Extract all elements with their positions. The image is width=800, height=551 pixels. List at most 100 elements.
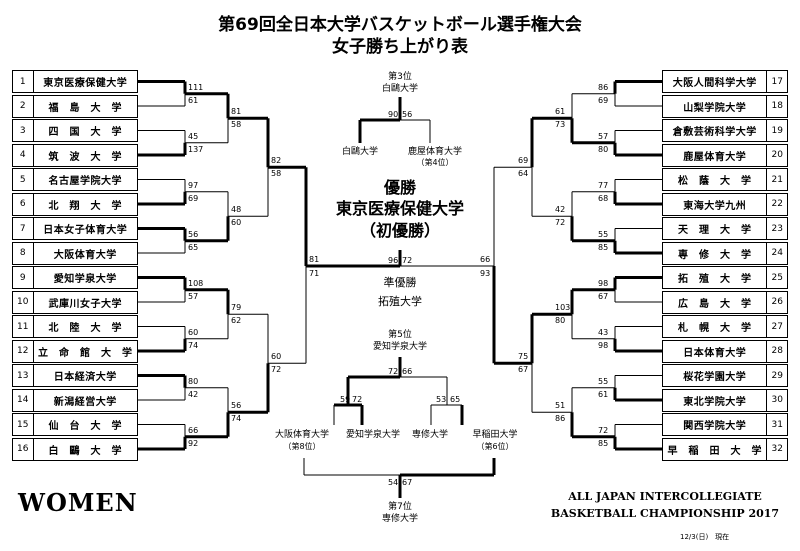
seed-number: 32 bbox=[766, 438, 787, 460]
team-row-right: 関西学院大学 31 bbox=[662, 413, 788, 436]
third-place-right-team: 鹿屋体育大学 bbox=[407, 147, 462, 157]
women-heading: WOMEN bbox=[18, 488, 138, 517]
team-name: 仙 台 大 学 bbox=[48, 421, 123, 432]
seed-number: 11 bbox=[13, 316, 34, 337]
score: 42 bbox=[188, 389, 199, 399]
score: 55 bbox=[598, 376, 609, 386]
team-name: 新潟経営大学 bbox=[53, 396, 117, 408]
seed-number: 15 bbox=[13, 414, 34, 435]
seed-number: 3 bbox=[13, 120, 34, 141]
seed-number: 27 bbox=[766, 316, 787, 337]
team-name: 拓 殖 大 学 bbox=[677, 274, 752, 285]
team-name: 松 蔭 大 学 bbox=[677, 176, 752, 187]
score: 93 bbox=[480, 269, 491, 278]
team-name: 札 幌 大 学 bbox=[677, 323, 752, 334]
seed-number: 17 bbox=[766, 71, 787, 92]
team-name: 山梨学院大学 bbox=[683, 102, 747, 114]
score: 80 bbox=[598, 144, 609, 154]
team-name: 専 修 大 学 bbox=[677, 249, 752, 261]
team-name: 大阪人間科学大学 bbox=[672, 78, 757, 89]
score: 92 bbox=[188, 438, 199, 448]
team-row-left: 9 愛知学泉大学 bbox=[12, 266, 138, 289]
seed-number: 31 bbox=[766, 414, 787, 435]
score: 86 bbox=[555, 414, 566, 424]
seed-number: 12 bbox=[13, 340, 34, 362]
seed-number: 14 bbox=[13, 389, 34, 411]
team-row-right: 大阪人間科学大学 17 bbox=[662, 70, 788, 93]
score: 66 bbox=[402, 367, 413, 376]
championship-name-line1: ALL JAPAN INTERCOLLEGIATE bbox=[568, 490, 762, 503]
score: 72 bbox=[271, 365, 282, 375]
seed-number: 9 bbox=[13, 267, 34, 288]
score: 57 bbox=[188, 291, 199, 301]
seed-number: 2 bbox=[13, 95, 34, 117]
score: 77 bbox=[598, 180, 609, 190]
score: 74 bbox=[188, 340, 199, 350]
score: 74 bbox=[231, 414, 242, 424]
score: 43 bbox=[598, 327, 609, 337]
score: 96 bbox=[388, 256, 399, 265]
champion-team: 東京医療保健大学 bbox=[335, 199, 464, 218]
team-row-left: 15 仙 台 大 学 bbox=[12, 413, 138, 436]
score: 98 bbox=[598, 340, 609, 350]
score: 98 bbox=[598, 278, 609, 288]
fifth-place-team: 愛知学泉大学 bbox=[372, 342, 427, 352]
seed-number: 26 bbox=[766, 291, 787, 313]
fifth-bracket-note-1: （第8位） bbox=[283, 442, 321, 451]
third-place-right-note: （第4位） bbox=[416, 158, 454, 167]
team-row-left: 14 新潟経営大学 bbox=[12, 388, 138, 412]
team-name: 白 鷗 大 学 bbox=[48, 445, 123, 457]
score: 72 bbox=[402, 256, 413, 265]
score: 72 bbox=[598, 425, 609, 435]
score: 72 bbox=[352, 395, 363, 404]
score: 68 bbox=[598, 193, 609, 203]
team-name: 関西学院大学 bbox=[683, 421, 747, 432]
runner-up-team: 拓殖大学 bbox=[378, 295, 422, 308]
seed-number: 4 bbox=[13, 144, 34, 166]
team-name: 早 稲 田 大 学 bbox=[667, 445, 762, 457]
team-name: 愛知学泉大学 bbox=[53, 274, 117, 285]
third-place-left-team: 白鷗大学 bbox=[341, 147, 378, 157]
fifth-bracket-team-1: 大阪体育大学 bbox=[274, 430, 329, 440]
third-place-team: 白鷗大学 bbox=[381, 84, 418, 94]
score: 69 bbox=[518, 156, 529, 166]
fifth-place-label: 第5位 bbox=[388, 330, 412, 340]
seed-number: 24 bbox=[766, 242, 787, 264]
fifth-bracket-note-4: （第6位） bbox=[476, 442, 514, 451]
team-name: 桜花学園大学 bbox=[683, 372, 747, 383]
score: 62 bbox=[231, 316, 242, 326]
team-name: 東京医療保健大学 bbox=[43, 78, 128, 89]
score: 61 bbox=[598, 389, 609, 399]
score: 71 bbox=[309, 269, 320, 278]
seed-number: 6 bbox=[13, 193, 34, 215]
score: 48 bbox=[231, 205, 242, 215]
score: 56 bbox=[231, 401, 242, 411]
seed-number: 20 bbox=[766, 144, 787, 166]
seed-number: 7 bbox=[13, 218, 34, 239]
score: 56 bbox=[188, 229, 199, 239]
score: 42 bbox=[555, 205, 566, 215]
score: 57 bbox=[598, 131, 609, 141]
champion-label: 優勝 bbox=[383, 178, 416, 197]
seed-number: 28 bbox=[766, 340, 787, 362]
team-name: 日本体育大学 bbox=[683, 347, 747, 359]
score: 61 bbox=[188, 95, 199, 105]
score: 85 bbox=[598, 438, 609, 448]
team-name: 東海大学九州 bbox=[683, 200, 747, 212]
fifth-bracket-team-2: 愛知学泉大学 bbox=[345, 430, 400, 440]
third-place-label: 第3位 bbox=[388, 72, 412, 82]
score: 66 bbox=[480, 255, 491, 264]
